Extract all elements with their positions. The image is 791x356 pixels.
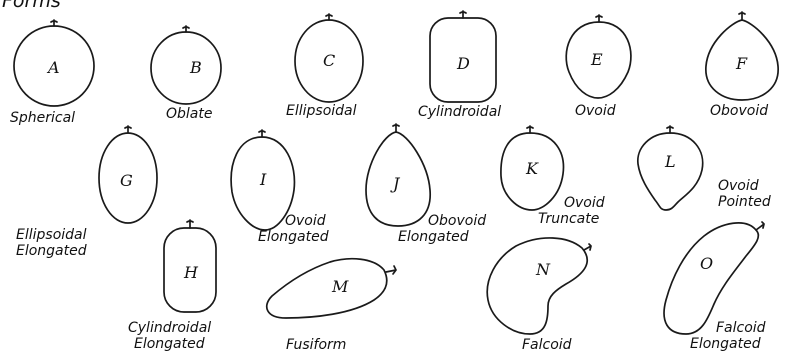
shape-d-letter: D bbox=[457, 54, 470, 73]
shape-e-ovoid bbox=[565, 14, 632, 99]
shape-h-cylindroidal-elongated bbox=[163, 219, 217, 313]
shape-j-stem bbox=[392, 123, 400, 133]
shape-l-stem bbox=[666, 125, 674, 134]
shape-b-oblate bbox=[150, 25, 222, 105]
shape-l-caption-line1: Ovoid bbox=[718, 178, 759, 194]
shape-i-caption-line2: Elongated bbox=[258, 229, 329, 245]
shape-o-letter: O bbox=[700, 254, 714, 273]
shape-j-letter: J bbox=[393, 174, 400, 193]
shape-i-caption-line1: Ovoid bbox=[285, 213, 326, 229]
shape-g-stem bbox=[124, 125, 132, 134]
shape-a-spherical bbox=[13, 19, 95, 107]
shape-a-stem bbox=[50, 19, 58, 27]
shape-b-outline bbox=[150, 31, 222, 105]
shape-m-letter: M bbox=[332, 277, 349, 296]
shape-k-caption: Ovoid Truncate bbox=[538, 195, 605, 227]
shape-n-falcoid bbox=[486, 237, 592, 335]
shape-f-obovoid bbox=[705, 11, 779, 101]
shape-m-outline bbox=[265, 257, 388, 319]
shape-n-letter: N bbox=[536, 260, 550, 279]
shape-h-caption: Cylindroidal Elongated bbox=[128, 320, 211, 352]
shape-c-letter: C bbox=[323, 51, 336, 70]
shape-o-caption-line2: Elongated bbox=[690, 336, 761, 352]
shape-f-stem bbox=[738, 11, 746, 21]
shape-m-stem bbox=[385, 265, 397, 275]
shape-k-outline bbox=[500, 132, 565, 211]
shape-e-outline bbox=[565, 21, 632, 99]
shape-g-caption-line1: Ellipsoidal bbox=[16, 227, 87, 243]
shape-f-letter: F bbox=[736, 54, 748, 73]
shape-e-letter: E bbox=[591, 50, 603, 69]
shape-h-stem bbox=[186, 219, 194, 229]
shape-n-outline bbox=[486, 237, 588, 335]
shape-j-caption-line2: Elongated bbox=[398, 229, 469, 245]
shape-k-caption-line1: Ovoid bbox=[564, 195, 605, 211]
shape-b-stem bbox=[182, 25, 190, 33]
shape-e-stem bbox=[595, 14, 603, 23]
shape-g-letter: G bbox=[120, 171, 133, 190]
shape-o-caption-line1: Falcoid bbox=[716, 320, 766, 336]
shape-f-caption: Obovoid bbox=[710, 103, 769, 119]
shape-o-outline bbox=[663, 222, 760, 335]
shape-a-caption: Spherical bbox=[10, 110, 76, 126]
shape-o-falcoid-elongated bbox=[663, 221, 765, 335]
shape-k-stem bbox=[526, 125, 534, 134]
shape-a-letter: A bbox=[48, 58, 60, 77]
shape-d-stem bbox=[459, 10, 467, 19]
shape-l-ovoid-pointed bbox=[637, 125, 704, 211]
shape-c-stem bbox=[325, 13, 333, 21]
shape-k-caption-line2: Truncate bbox=[538, 211, 600, 227]
shape-j-caption-line1: Obovoid bbox=[428, 213, 487, 229]
shape-h-caption-line2: Elongated bbox=[134, 336, 205, 352]
shape-g-ellipsoidal-elongated bbox=[98, 125, 158, 224]
shape-i-outline bbox=[230, 136, 296, 231]
shape-m-fusiform bbox=[265, 257, 397, 319]
shape-d-cylindroidal bbox=[429, 10, 497, 103]
shape-i-caption: Ovoid Elongated bbox=[258, 213, 329, 245]
diagram-heading: Forms bbox=[2, 0, 61, 12]
shape-k-ovoid-truncate bbox=[500, 125, 565, 211]
shape-h-caption-line1: Cylindroidal bbox=[128, 320, 212, 336]
shape-l-letter: L bbox=[665, 152, 676, 171]
shape-i-stem bbox=[258, 129, 266, 138]
shape-n-caption: Falcoid bbox=[522, 337, 572, 353]
shape-m-caption: Fusiform bbox=[286, 337, 347, 353]
shape-c-caption: Ellipsoidal bbox=[286, 103, 357, 119]
shape-b-letter: B bbox=[190, 58, 202, 77]
shape-j-obovoid-elongated bbox=[365, 123, 431, 227]
shape-k-letter: K bbox=[526, 159, 538, 178]
shape-j-outline bbox=[365, 131, 431, 227]
shape-c-ellipsoidal bbox=[294, 13, 364, 103]
shape-e-caption: Ovoid bbox=[575, 103, 616, 119]
shape-o-stem bbox=[755, 221, 765, 231]
shape-d-caption: Cylindroidal bbox=[418, 104, 502, 120]
shape-l-caption-line2: Pointed bbox=[718, 194, 771, 210]
shape-n-stem bbox=[583, 243, 592, 251]
shape-h-letter: H bbox=[184, 263, 198, 282]
shape-b-caption: Oblate bbox=[166, 106, 213, 122]
shape-g-caption: Ellipsoidal Elongated bbox=[16, 227, 87, 259]
shape-g-caption-line2: Elongated bbox=[16, 243, 87, 259]
shape-i-letter: I bbox=[260, 170, 267, 189]
shape-l-outline bbox=[637, 132, 704, 211]
shape-i-ovoid-elongated bbox=[230, 129, 296, 231]
shape-o-caption: Falcoid Elongated bbox=[690, 320, 766, 352]
shape-f-outline bbox=[705, 19, 779, 101]
shape-j-caption: Obovoid Elongated bbox=[398, 213, 486, 245]
shape-l-caption: Ovoid Pointed bbox=[718, 178, 771, 210]
